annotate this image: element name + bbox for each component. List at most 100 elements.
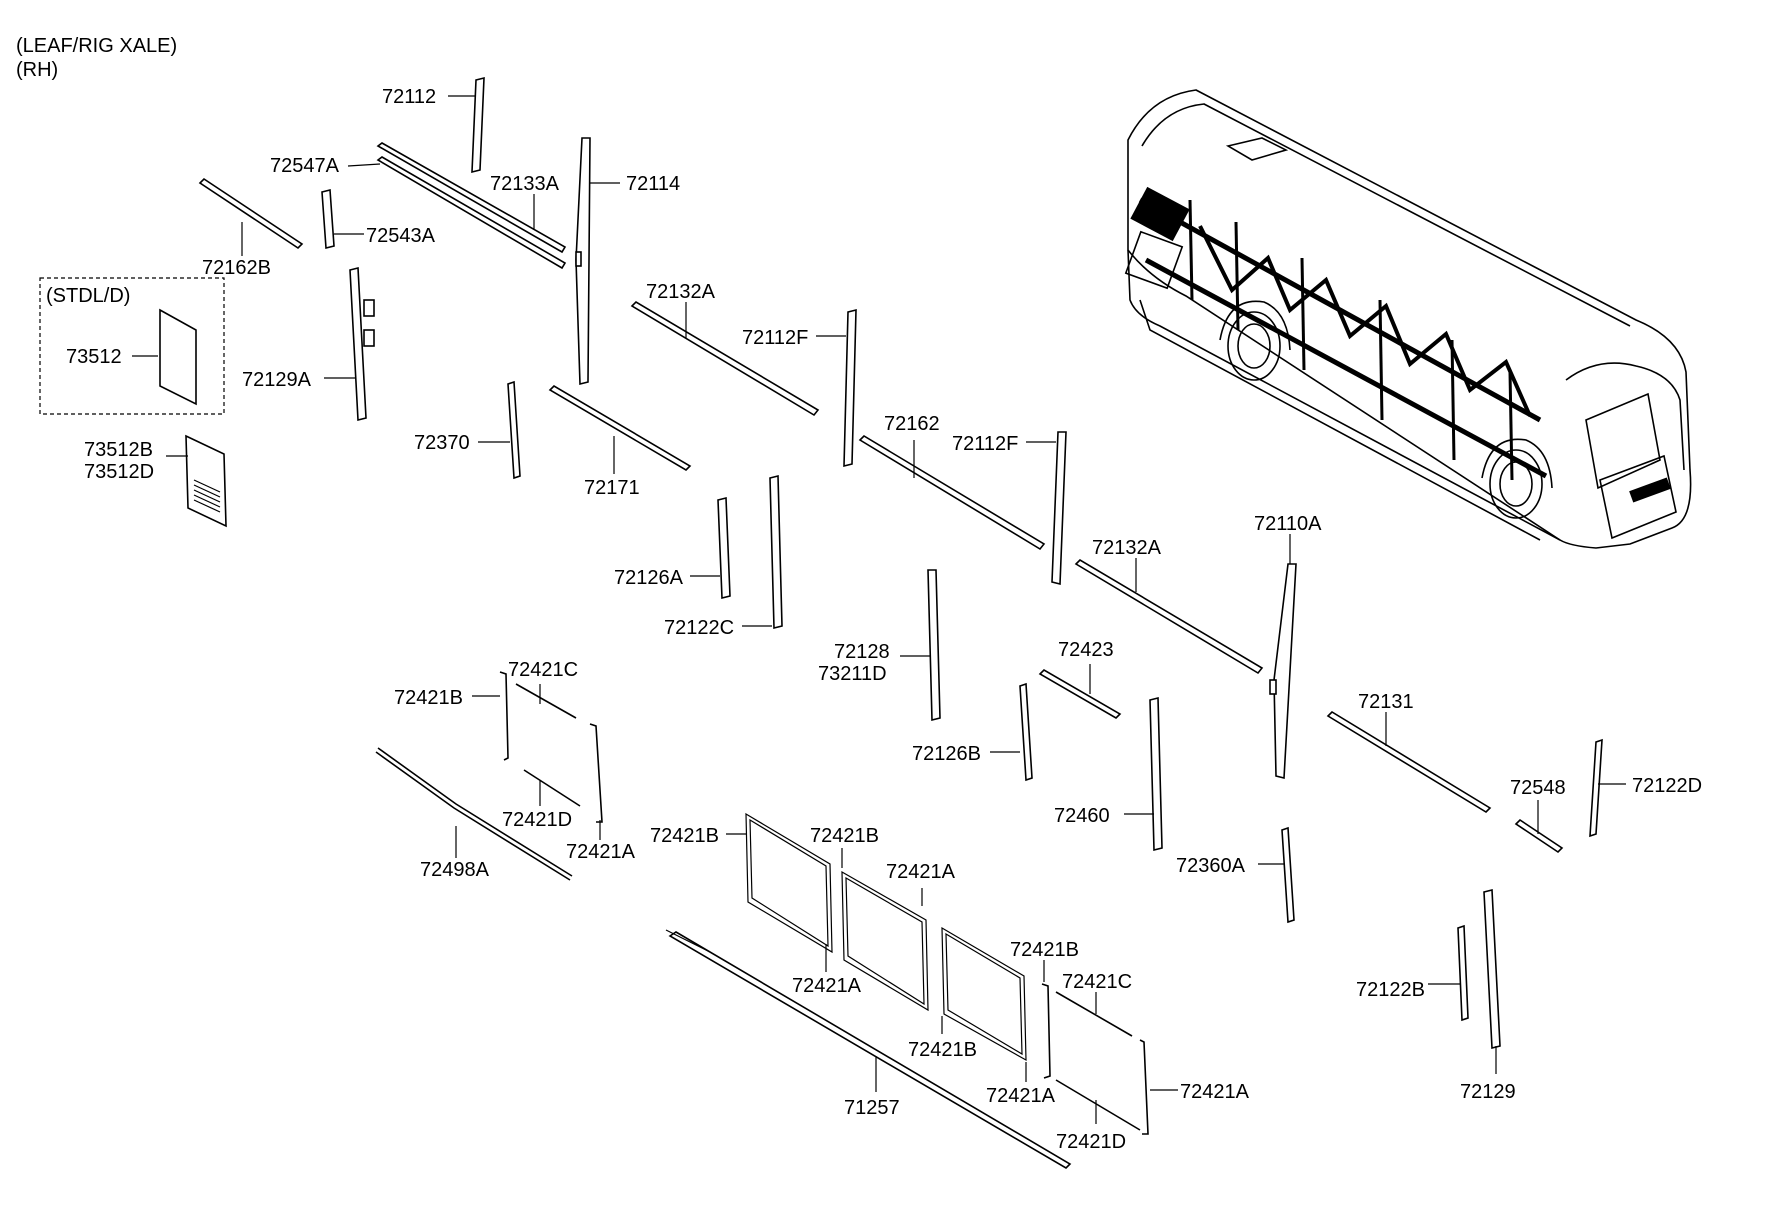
- part-72129A-clip2: [363, 329, 375, 347]
- label-72421B-5: 72421B: [908, 1039, 977, 1061]
- label-72360A: 72360A: [1176, 855, 1246, 877]
- part-72122C: [769, 474, 783, 630]
- label-72421B-1: 72421B: [394, 687, 463, 709]
- part-73512: [159, 308, 197, 406]
- part-labels: 72112 72547A 72133A 72114 72543A 72162B …: [66, 86, 1702, 1153]
- window-set-2: [745, 812, 833, 954]
- label-72114: 72114: [626, 173, 680, 195]
- header-line-1: (LEAF/RIG XALE): [16, 35, 177, 57]
- label-72370: 72370: [414, 432, 470, 454]
- label-72421D-2: 72421D: [1056, 1131, 1126, 1153]
- window-set-4: [941, 926, 1027, 1062]
- bus-frame: [1130, 186, 1548, 481]
- part-73512B: [185, 434, 227, 528]
- bus-illustration: [1124, 89, 1692, 549]
- label-72421B-4: 72421B: [1010, 939, 1079, 961]
- label-72133A: 72133A: [490, 173, 560, 195]
- part-72112F-2: [1051, 431, 1067, 586]
- part-72129A: [349, 266, 367, 422]
- label-72548: 72548: [1510, 777, 1566, 799]
- part-72131: [1326, 710, 1492, 814]
- part-72110A: [1273, 563, 1297, 780]
- part-72129: [1483, 888, 1501, 1050]
- label-72162: 72162: [884, 413, 940, 435]
- part-72114-clip: [575, 251, 582, 267]
- label-72126B: 72126B: [912, 743, 981, 765]
- part-72423: [1038, 668, 1122, 720]
- label-72129: 72129: [1460, 1081, 1516, 1103]
- part-72370: [507, 380, 521, 480]
- part-72360A: [1281, 826, 1295, 924]
- label-72171: 72171: [584, 477, 640, 499]
- part-72128: [927, 569, 941, 722]
- label-72112F-2: 72112F: [952, 433, 1018, 455]
- part-72114: [575, 137, 591, 386]
- part-72498A-edge: [377, 747, 573, 877]
- label-72112F-1: 72112F: [742, 327, 808, 349]
- plate-louvers: [193, 479, 221, 513]
- label-72132A-2: 72132A: [1092, 537, 1162, 559]
- header-line-2: (RH): [16, 59, 58, 81]
- engine-grille: [1124, 230, 1184, 290]
- rear-wheel: [1227, 311, 1281, 381]
- label-73512: 73512: [66, 346, 122, 368]
- label-72421A-2: 72421A: [886, 861, 956, 883]
- label-72421A-1: 72421A: [566, 841, 636, 863]
- label-72128: 72128: [834, 641, 890, 663]
- part-72112: [471, 76, 485, 174]
- label-72122D: 72122D: [1632, 775, 1702, 797]
- label-72423: 72423: [1058, 639, 1114, 661]
- label-73512D: 73512D: [84, 461, 154, 483]
- label-72421A-4: 72421A: [986, 1085, 1056, 1107]
- part-71257-edge: [665, 929, 711, 953]
- part-72547A: [376, 142, 567, 254]
- front-wheel: [1489, 449, 1543, 519]
- part-72132A-2: [1074, 558, 1264, 675]
- label-72131: 72131: [1358, 691, 1414, 713]
- part-72548: [1514, 818, 1564, 854]
- label-72421A-3: 72421A: [792, 975, 862, 997]
- roof-hatch: [1225, 137, 1289, 161]
- label-72498A: 72498A: [420, 859, 490, 881]
- part-72126A: [717, 496, 731, 600]
- part-72122D: [1589, 738, 1603, 838]
- label-72421C-1: 72421C: [508, 659, 578, 681]
- part-72132A-1: [630, 300, 820, 417]
- part-72171: [548, 384, 692, 472]
- window-set-3: [841, 870, 929, 1012]
- part-72543A: [321, 188, 335, 250]
- label-72132A-1: 72132A: [646, 281, 716, 303]
- part-72162B: [198, 177, 304, 250]
- label-72421C-2: 72421C: [1062, 971, 1132, 993]
- part-72110A-clip: [1269, 679, 1277, 695]
- part-72133A: [376, 156, 567, 270]
- label-73211D: 73211D: [818, 663, 887, 685]
- window-set-5: [1041, 983, 1149, 1135]
- part-72112F-1: [843, 308, 857, 468]
- label-72543A: 72543A: [366, 225, 436, 247]
- part-72498A: [375, 751, 571, 881]
- label-72126A: 72126A: [614, 567, 684, 589]
- label-72421B-2: 72421B: [650, 825, 719, 847]
- label-72460: 72460: [1054, 805, 1110, 827]
- label-72110A: 72110A: [1254, 513, 1322, 535]
- label-72421D-1: 72421D: [502, 809, 572, 831]
- label-73512B: 73512B: [84, 439, 153, 461]
- option-box-label: (STDL/D): [46, 285, 130, 307]
- label-72112: 72112: [382, 86, 436, 108]
- leader-lines: [132, 95, 1626, 1124]
- label-72122C: 72122C: [664, 617, 734, 639]
- front-grille: [1629, 477, 1671, 503]
- part-72460: [1149, 696, 1163, 852]
- option-box: [39, 277, 225, 415]
- part-72122B: [1457, 924, 1469, 1022]
- part-72129A-clip: [363, 299, 375, 317]
- window-set-1: [499, 671, 603, 823]
- part-72162: [858, 434, 1046, 551]
- label-72129A: 72129A: [242, 369, 312, 391]
- label-72421B-3: 72421B: [810, 825, 879, 847]
- label-71257: 71257: [844, 1097, 900, 1119]
- label-72162B: 72162B: [202, 257, 271, 279]
- label-72547A: 72547A: [270, 155, 340, 177]
